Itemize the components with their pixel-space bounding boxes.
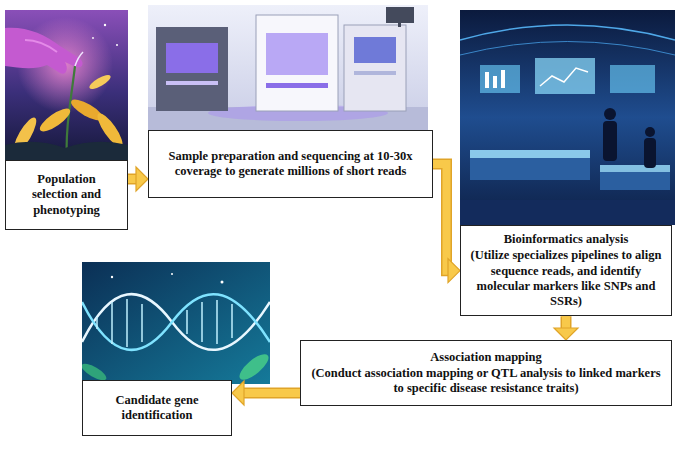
dna-rung bbox=[111, 302, 113, 344]
machine bbox=[344, 25, 406, 111]
box-heading: Association mapping bbox=[308, 350, 664, 365]
ceiling-line bbox=[460, 42, 675, 56]
hand bbox=[5, 28, 83, 74]
plant-tip bbox=[75, 52, 83, 66]
data-screen bbox=[535, 58, 595, 94]
arrow-shaft bbox=[243, 389, 300, 397]
desk-front bbox=[470, 158, 590, 180]
light-strip bbox=[266, 83, 328, 88]
sequencer-illustration bbox=[148, 5, 428, 130]
process-box: Association mapping(Conduct association … bbox=[300, 340, 672, 406]
sparkle bbox=[111, 276, 113, 278]
dna-strand bbox=[82, 294, 270, 350]
monitor-stand bbox=[398, 23, 401, 27]
dna-rung bbox=[126, 299, 128, 347]
grass bbox=[5, 142, 128, 160]
bioinformatics-illustration bbox=[460, 10, 675, 225]
machine bbox=[156, 27, 228, 111]
night-sky bbox=[5, 10, 128, 160]
leaf bbox=[37, 105, 73, 135]
process-box: Sample preparation and sequencing at 10-… bbox=[148, 130, 433, 198]
data-screen bbox=[480, 65, 520, 93]
person-body bbox=[644, 138, 656, 168]
box-body: (Conduct association mapping or QTL anal… bbox=[308, 366, 664, 397]
arrowhead bbox=[554, 328, 578, 340]
ceiling-line bbox=[460, 25, 675, 40]
data-screen bbox=[610, 65, 655, 93]
process-box: Candidate gene identification bbox=[82, 380, 232, 436]
machine bbox=[256, 15, 338, 111]
arrow-shaft bbox=[433, 164, 449, 271]
leaf bbox=[88, 73, 113, 92]
machine-slot bbox=[354, 71, 396, 75]
leaf bbox=[236, 350, 270, 384]
arrow-shaft bbox=[562, 316, 570, 329]
person-head bbox=[645, 127, 655, 137]
dna-rung bbox=[141, 304, 143, 342]
box-heading: Population selection and phenotyping bbox=[13, 172, 120, 218]
chart-bar bbox=[485, 72, 489, 88]
arrow-outline bbox=[243, 388, 300, 399]
flow-arrow bbox=[128, 167, 148, 191]
dna-rung bbox=[216, 300, 218, 344]
box-heading: Candidate gene identification bbox=[90, 393, 224, 424]
machine-panel bbox=[266, 33, 328, 75]
person-body bbox=[603, 121, 617, 161]
star bbox=[116, 44, 118, 46]
desk-front bbox=[600, 172, 670, 190]
arrowhead bbox=[448, 259, 460, 283]
star bbox=[104, 24, 106, 26]
machine-panel bbox=[166, 43, 218, 73]
flow-arrow bbox=[554, 316, 578, 340]
hand-highlight bbox=[25, 40, 57, 52]
arrow-outline bbox=[433, 164, 449, 271]
box-body: (Utilize specializes pipelines to align … bbox=[468, 248, 664, 309]
machine-screen bbox=[354, 37, 396, 63]
dna-strand bbox=[82, 294, 270, 350]
plant-illustration bbox=[5, 10, 128, 160]
arrowhead bbox=[232, 381, 244, 405]
dna-rung bbox=[201, 302, 203, 342]
monitor bbox=[386, 7, 414, 23]
star bbox=[92, 37, 94, 39]
dna-rung bbox=[186, 310, 188, 334]
lab-floor bbox=[460, 200, 675, 225]
chart-line bbox=[540, 68, 588, 86]
background bbox=[82, 262, 270, 384]
flow-arrow bbox=[232, 381, 300, 405]
lab-wall bbox=[148, 5, 428, 130]
dna-rung bbox=[96, 317, 98, 329]
chart-bar bbox=[501, 70, 505, 88]
flow-arrow bbox=[433, 164, 460, 283]
box-heading: Bioinformatics analysis bbox=[468, 232, 664, 247]
arrowhead bbox=[136, 167, 148, 191]
arrow-outline bbox=[561, 316, 572, 329]
process-box: Population selection and phenotyping bbox=[5, 160, 128, 230]
person-head bbox=[604, 108, 616, 120]
desk bbox=[600, 165, 670, 172]
lab-room bbox=[460, 10, 675, 225]
dna-illustration bbox=[82, 262, 270, 384]
chart-bar bbox=[493, 76, 497, 88]
box-heading: Sample preparation and sequencing at 10-… bbox=[156, 149, 425, 180]
desk bbox=[470, 150, 590, 158]
dna-rung bbox=[231, 304, 233, 338]
sparkle bbox=[171, 273, 173, 275]
process-box: Bioinformatics analysis(Utilize speciali… bbox=[460, 225, 672, 316]
sparkle bbox=[221, 281, 224, 284]
machine-slot bbox=[166, 81, 218, 85]
